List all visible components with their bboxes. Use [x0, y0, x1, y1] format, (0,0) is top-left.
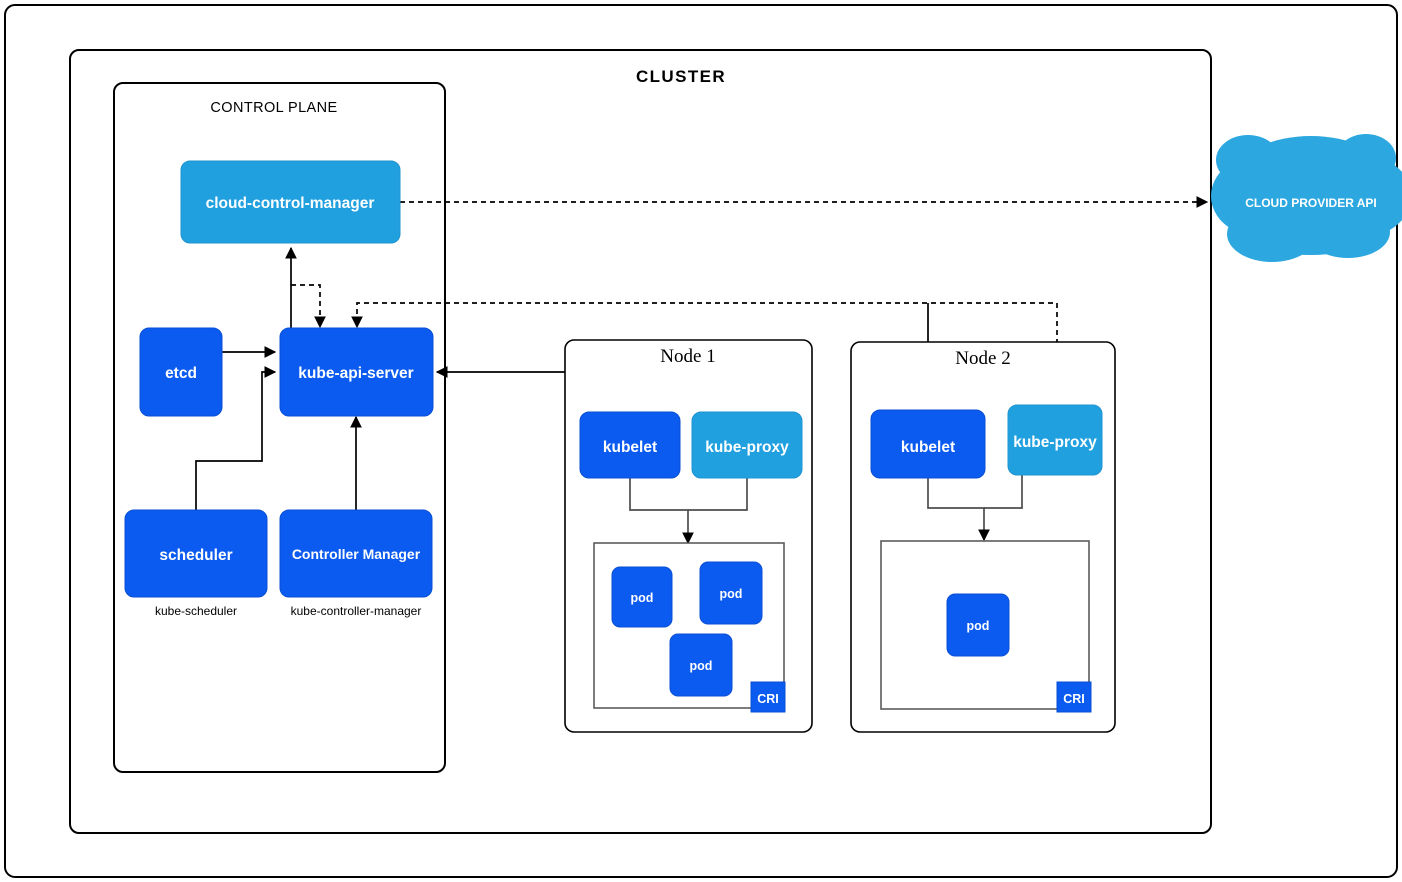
etcd-box[interactable] [139, 327, 223, 417]
controller-manager-label: Controller Manager [292, 546, 421, 562]
node-1-cri-badge [750, 681, 786, 713]
connector-node2-kubelet-to-cri [927, 478, 990, 542]
cloud-control-manager-label: cloud-control-manager [206, 195, 375, 212]
connector-scheduler-to-apiserver [195, 366, 277, 512]
cloud-control-manager-box[interactable] [180, 160, 401, 244]
cloud-provider-api-label: CLOUD PROVIDER API [1245, 196, 1377, 210]
node-1-pod-1[interactable] [611, 566, 673, 628]
node-1-pod-3[interactable] [669, 633, 733, 697]
node-2-kubelet-box[interactable] [870, 409, 986, 479]
control-plane-frame [113, 82, 446, 773]
node-2-title: Node 2 [955, 348, 1010, 369]
scheduler-label: scheduler [159, 547, 232, 564]
etcd-label: etcd [165, 365, 197, 382]
node-1-title: Node 1 [660, 346, 715, 367]
connector-node1-kubeproxy-to-cri [688, 478, 748, 511]
cloud-provider-api-shape[interactable] [1211, 134, 1402, 262]
node-1-kubelet-label: kubelet [603, 439, 657, 456]
node-2-cri-label: CRI [1063, 692, 1085, 706]
node-2-pod-1[interactable] [946, 593, 1010, 657]
kube-api-server-label: kube-api-server [298, 365, 413, 382]
node-1-pod-1-label: pod [631, 591, 654, 605]
node-2-kube-proxy-box[interactable] [1007, 404, 1103, 476]
node-2-cri-badge [1056, 681, 1092, 713]
connector-node1-kubelet-to-cri [629, 478, 694, 545]
controller-manager-caption: kube-controller-manager [291, 604, 422, 618]
node-1-pod-2-label: pod [720, 587, 743, 601]
kube-api-server-box[interactable] [279, 327, 434, 417]
node-1-cri-label: CRI [757, 692, 779, 706]
control-plane-label: CONTROL PLANE [210, 100, 337, 116]
node-2-pod-1-label: pod [967, 619, 990, 633]
controller-manager-box[interactable] [279, 509, 433, 598]
node-1-pod-3-label: pod [690, 659, 713, 673]
scheduler-box[interactable] [124, 509, 268, 598]
node-2-kubelet-label: kubelet [901, 439, 955, 456]
cluster-title: CLUSTER [636, 67, 726, 86]
scheduler-caption: kube-scheduler [155, 604, 237, 618]
node-1-kube-proxy-box[interactable] [691, 411, 803, 479]
connector-node2-kubeproxy-to-cri [984, 475, 1023, 509]
node-1-pod-2[interactable] [699, 561, 763, 625]
connector-cloudcontrolmanager-to-apiserver [291, 284, 326, 329]
node-2-kube-proxy-label: kube-proxy [1013, 434, 1097, 451]
node-1-kubelet-box[interactable] [579, 411, 681, 479]
node-1-kube-proxy-label: kube-proxy [705, 439, 789, 456]
